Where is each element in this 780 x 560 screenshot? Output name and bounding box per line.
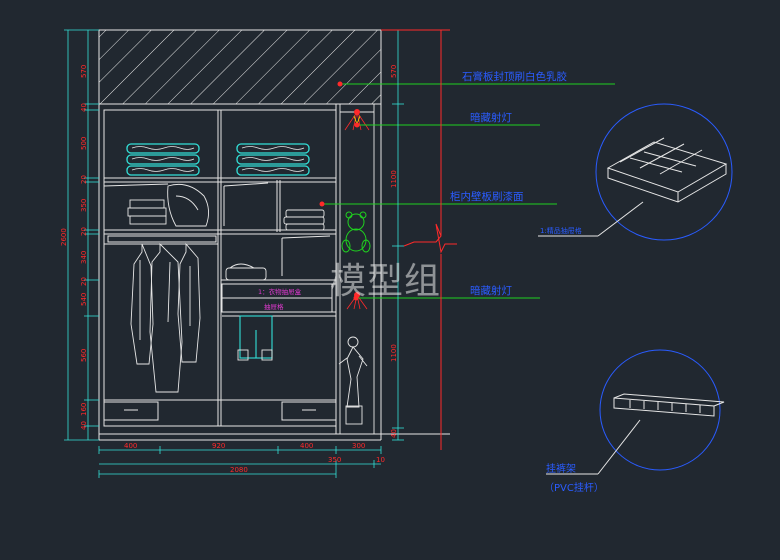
inset-rack-label-2: （PVC挂杆） (544, 481, 604, 494)
drawer-label-line1: 1：衣物抽屉盒 (258, 287, 302, 296)
svg-text:20: 20 (80, 175, 88, 184)
svg-text:20: 20 (80, 227, 88, 236)
pant-legs (237, 349, 273, 361)
spotlight-bottom (346, 292, 368, 310)
callout-stone-top: 石膏板封顶刷白色乳胶 (462, 70, 567, 83)
left-dimension-lines (64, 29, 99, 441)
callout-leaders (322, 83, 615, 299)
bottom-dimension-lines (98, 446, 382, 478)
left-dim-text: 570 40 500 20 350 20 340 20 540 560 40 1… (60, 65, 88, 430)
svg-text:40: 40 (80, 103, 88, 112)
svg-text:1100: 1100 (390, 170, 398, 188)
svg-text:540: 540 (80, 293, 88, 306)
svg-text:350: 350 (328, 456, 341, 464)
svg-text:920: 920 (212, 442, 225, 450)
svg-text:40: 40 (80, 421, 88, 430)
svg-text:400: 400 (300, 442, 313, 450)
right-dimension-lines (392, 29, 404, 441)
callout-cabinet-inner: 柜内壁板刷漆面 (450, 190, 524, 203)
svg-text:1100: 1100 (390, 344, 398, 362)
svg-text:400: 400 (124, 442, 137, 450)
svg-text:350: 350 (80, 199, 88, 212)
svg-text:20: 20 (80, 277, 88, 286)
svg-text:160: 160 (80, 403, 88, 416)
svg-text:300: 300 (352, 442, 365, 450)
inset-tray-label: 1:精品抽屉格 (540, 226, 582, 235)
callout-spot-top: 暗藏射灯 (470, 111, 512, 124)
display-niche (339, 103, 375, 435)
inset-rack-label-1: 挂裤架 (546, 462, 576, 475)
shelf-items (127, 183, 325, 281)
right-dim-text: 570 1100 1100 40 (390, 65, 398, 438)
svg-text:560: 560 (80, 349, 88, 362)
hanging-coats (130, 242, 201, 393)
svg-text:500: 500 (80, 137, 88, 150)
inset-tray: 1:精品抽屉格 (538, 103, 733, 241)
hanging-pants (239, 315, 273, 359)
svg-text:10: 10 (376, 456, 385, 464)
callout-dots (319, 81, 360, 301)
svg-text:2600: 2600 (60, 228, 68, 246)
svg-text:340: 340 (80, 251, 88, 264)
inset-rack: 挂裤架 （PVC挂杆） (544, 349, 725, 494)
ceiling-hatch (98, 29, 382, 105)
svg-text:570: 570 (390, 65, 398, 78)
statue (338, 336, 368, 425)
bottom-dim-text: 400 920 400 300 350 10 2080 (124, 442, 385, 474)
callout-spot-bottom: 暗藏射灯 (470, 284, 512, 297)
folded-towels (126, 143, 310, 176)
drawer-label-line2: 抽屉格 (264, 302, 284, 311)
svg-text:40: 40 (390, 429, 398, 438)
towel-pattern (131, 146, 305, 172)
spotlight-top (344, 109, 370, 131)
svg-text:2080: 2080 (230, 466, 248, 474)
teddy-bear (341, 211, 371, 253)
svg-text:570: 570 (80, 65, 88, 78)
red-break-line (381, 29, 457, 450)
